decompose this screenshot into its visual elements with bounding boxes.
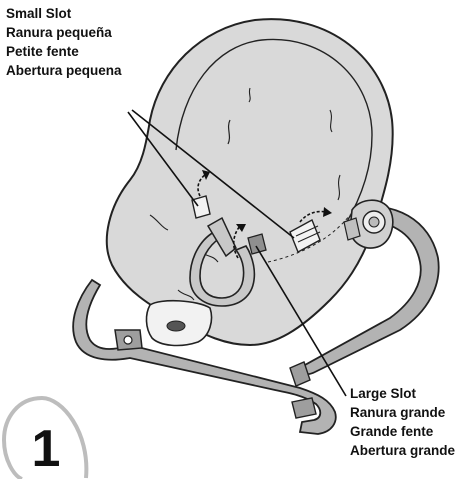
large-slot-label-pt: Abertura grande <box>350 441 455 460</box>
small-slot-label-es: Ranura pequeña <box>6 23 122 42</box>
small-slot-label-en: Small Slot <box>6 4 122 23</box>
large-slot-label-es: Ranura grande <box>350 403 455 422</box>
large-slot-label-fr: Grande fente <box>350 422 455 441</box>
large-slot-label-en: Large Slot <box>350 384 455 403</box>
step-number: 1 <box>32 420 61 478</box>
small-slot-label-pt: Abertura pequena <box>6 61 122 80</box>
small-slot-label-fr: Petite fente <box>6 42 122 61</box>
small-slot-callout: Small Slot Ranura pequeña Petite fente A… <box>6 4 122 80</box>
large-slot-callout: Large Slot Ranura grande Grande fente Ab… <box>350 384 455 460</box>
